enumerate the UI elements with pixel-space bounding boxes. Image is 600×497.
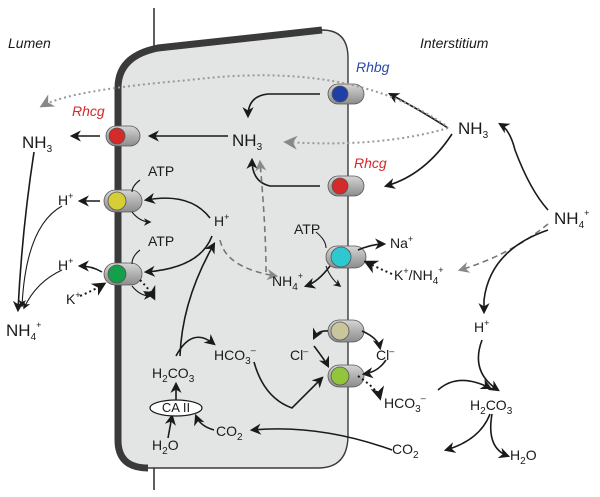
dotted-k-nh4-to-nak (363, 260, 393, 275)
interstitium-nh4: NH4+ (554, 208, 589, 231)
arrow-h2co3-to-co2 (443, 413, 491, 453)
basolateral-nak-atpase (325, 245, 367, 269)
arrow-channel-to-cl-cell (312, 327, 329, 341)
arrow-rhcg-basolateral-into-cell (246, 157, 320, 187)
apical-h-atpase (103, 189, 143, 213)
arrow-nak-to-na (357, 238, 387, 251)
interstitium-h2co3: H2CO3 (470, 397, 513, 417)
cell-nh3: NH3 (232, 131, 263, 153)
dotted-path-interstitium-to-cell (283, 127, 449, 150)
interstitium-co2: CO2 (392, 441, 419, 461)
arrow-cl-channel-to-interstitium (361, 330, 384, 351)
basolateral-rhcg-transporter (327, 175, 365, 197)
arrow-hco3-to-h2co3 (437, 378, 493, 391)
apical-hk-atpase (103, 262, 143, 286)
basolateral-cl-channel (327, 319, 365, 343)
arrow-h2co3-to-h2o (489, 413, 511, 459)
arrow-nak-into-cell (303, 265, 331, 289)
interstitium-cl: Cl– (376, 346, 394, 363)
arrow-cl-cell-to-channel (313, 345, 330, 369)
intercalated-cell (117, 29, 349, 469)
arrow-nh3-to-rhcg-basolateral (383, 133, 453, 189)
arrow-cl-interstitium-to-exchanger (361, 359, 387, 379)
interstitium-k-nh4: K+/NH4+ (394, 265, 444, 287)
arrow-atp-hk-atpase (131, 249, 141, 265)
basolateral-cl-hco3-exchanger (327, 364, 365, 388)
arrow-co2-to-ca2 (194, 413, 215, 431)
arrow-h-cell-to-hk-atpase (143, 235, 213, 277)
interstitium-h: H+ (474, 318, 489, 335)
interstitium-hco3: HCO3– (384, 393, 426, 415)
arrow-h2o-to-ca2 (164, 413, 176, 439)
arrow-hk-atpase-to-lumen-h (77, 260, 103, 273)
cell-co2: CO2 (216, 423, 243, 443)
arrow-nh4-to-h-interstitium (478, 229, 549, 315)
arrow-h2co3-to-hco3-cell (175, 333, 216, 357)
interstitium-na: Na+ (390, 234, 413, 251)
cell-cl: Cl– (290, 346, 308, 363)
arrow-h2co3-to-h-cell (179, 242, 216, 357)
dashed-h-cell-to-nh4-cell (219, 239, 279, 281)
dotted-lumen-k-to-hk-atpase (79, 282, 107, 297)
lumen-nh3: NH3 (22, 133, 53, 155)
lumen-h-bottom: H+ (58, 256, 73, 273)
cell-h2o: H2O (152, 437, 179, 457)
lumen-k: K+ (66, 290, 81, 307)
arrow-co2-interstitium-to-cell (249, 423, 393, 451)
atp-label-top: ATP (148, 163, 174, 179)
basolateral-rhbg-transporter (327, 83, 365, 105)
cell-h: H+ (214, 212, 229, 229)
lumen-h-top: H+ (58, 191, 73, 208)
lumen-label: Lumen (8, 35, 51, 51)
interstitium-label: Interstitium (420, 35, 489, 51)
interstitium-h2o: H2O (510, 447, 537, 467)
dotted-hk-atpase-k-into-cell (139, 279, 156, 301)
rhcg-apical-label: Rhcg (72, 103, 105, 119)
interstitium-nh3: NH3 (458, 119, 489, 141)
rhbg-label: Rhbg (356, 59, 390, 75)
arrow-lumen-nh3-to-nh4 (12, 151, 35, 313)
rhcg-basolateral-label: Rhcg (354, 155, 387, 171)
atp-label-nak: ATP (294, 221, 320, 237)
arrow-atp-h-atpase-out (131, 211, 152, 226)
dashed-nh4-to-nak (457, 223, 549, 273)
cell-h2co3: H2CO3 (152, 365, 195, 385)
carbonic-anhydrase-ii: CA II (149, 399, 203, 417)
arrow-h-to-h2co3-interstitium (477, 339, 500, 392)
atp-label-bottom: ATP (148, 233, 174, 249)
arrow-lumen-h-to-nh4-a (18, 205, 63, 308)
arrow-nh3-to-rhbg (388, 92, 449, 129)
apical-rhcg-transporter (105, 125, 141, 147)
arrow-hco3-cell-to-exchanger (253, 361, 324, 409)
arrow-lumen-h-to-nh4-b (23, 269, 63, 310)
dotted-path-interstitium-to-lumen (39, 74, 446, 126)
arrow-nak-to-cell-out (325, 265, 342, 287)
arrow-h-cell-to-h-atpase (143, 192, 211, 219)
arrow-atp-nak-atpase (315, 231, 327, 249)
cell-nh4: NH4+ (272, 271, 303, 293)
arrow-rhbg-into-cell (242, 93, 320, 119)
lumen-nh4: NH4+ (6, 320, 41, 343)
ca2-label: CA II (162, 400, 190, 415)
arrow-nh4-to-nh3-interstitium (498, 122, 549, 211)
cell-hco3: HCO3– (214, 345, 256, 367)
arrow-atp-h-atpase (131, 179, 141, 193)
